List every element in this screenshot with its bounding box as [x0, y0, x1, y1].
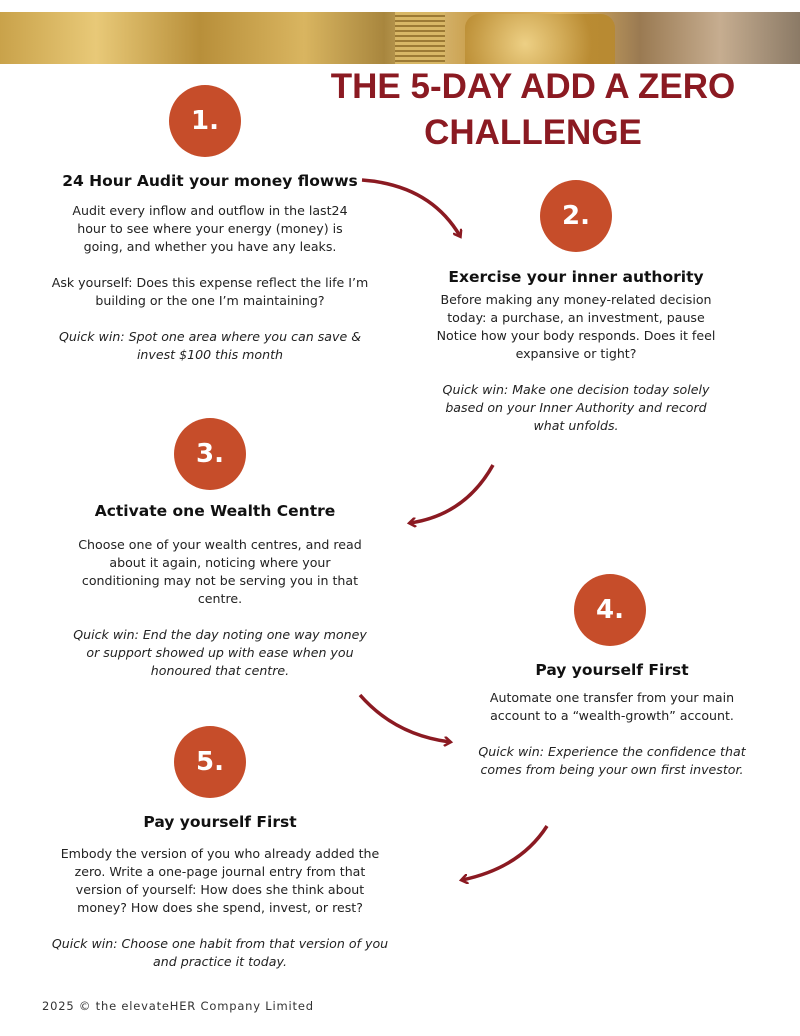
day-2-body: Before making any money-related decision… — [436, 292, 716, 361]
arrow-1-to-2 — [361, 178, 460, 236]
day-2-heading: Exercise your inner authority — [448, 268, 704, 286]
coin-jar-image — [465, 14, 615, 64]
page-title: THE 5-DAY ADD A ZERO CHALLENGE — [300, 64, 766, 156]
day-5-heading: Pay yourself First — [143, 813, 297, 831]
day-1-section: 24 Hour Audit your money flowws Audit ev… — [50, 172, 370, 382]
arrow-3-to-4 — [358, 693, 450, 742]
arrow-4-to-5 — [462, 825, 549, 880]
day-5-badge: 5. — [174, 726, 246, 798]
day-1-badge: 1. — [169, 85, 241, 157]
coin-stack-image — [395, 12, 445, 64]
day-1-heading: 24 Hour Audit your money flowws — [62, 172, 358, 190]
day-4-badge: 4. — [574, 574, 646, 646]
day-3-body: Choose one of your wealth centres, and r… — [78, 537, 362, 606]
day-2-section: Exercise your inner authority Before mak… — [426, 268, 726, 453]
day-5-section: Pay yourself First Embody the version of… — [50, 813, 390, 989]
day-5-body: Embody the version of you who already ad… — [60, 846, 380, 915]
day-2-badge: 2. — [540, 180, 612, 252]
day-4-quick-win: Quick win: Experience the confidence tha… — [478, 744, 746, 777]
day-2-quick-win: Quick win: Make one decision today solel… — [442, 382, 710, 433]
day-3-quick-win: Quick win: End the day noting one way mo… — [73, 627, 367, 678]
day-4-section: Pay yourself First Automate one transfer… — [472, 661, 752, 797]
day-3-badge: 3. — [174, 418, 246, 490]
day-4-heading: Pay yourself First — [535, 661, 689, 679]
day-1-ask-yourself: Ask yourself: Does this expense reflect … — [51, 275, 369, 308]
day-3-heading: Activate one Wealth Centre — [94, 502, 336, 520]
day-1-body: Audit every inflow and outflow in the la… — [72, 203, 348, 254]
title-line-2: CHALLENGE — [424, 113, 642, 152]
day-3-section: Activate one Wealth Centre Choose one of… — [70, 502, 370, 698]
footer-copyright: 2025 © the elevateHER Company Limited — [42, 999, 314, 1013]
title-line-1: THE 5-DAY ADD A ZERO — [330, 67, 736, 106]
day-1-quick-win: Quick win: Spot one area where you can s… — [58, 329, 362, 362]
day-4-body: Automate one transfer from your main acc… — [489, 690, 735, 723]
arrow-2-to-3 — [410, 464, 495, 523]
day-5-quick-win: Quick win: Choose one habit from that ve… — [51, 936, 389, 969]
